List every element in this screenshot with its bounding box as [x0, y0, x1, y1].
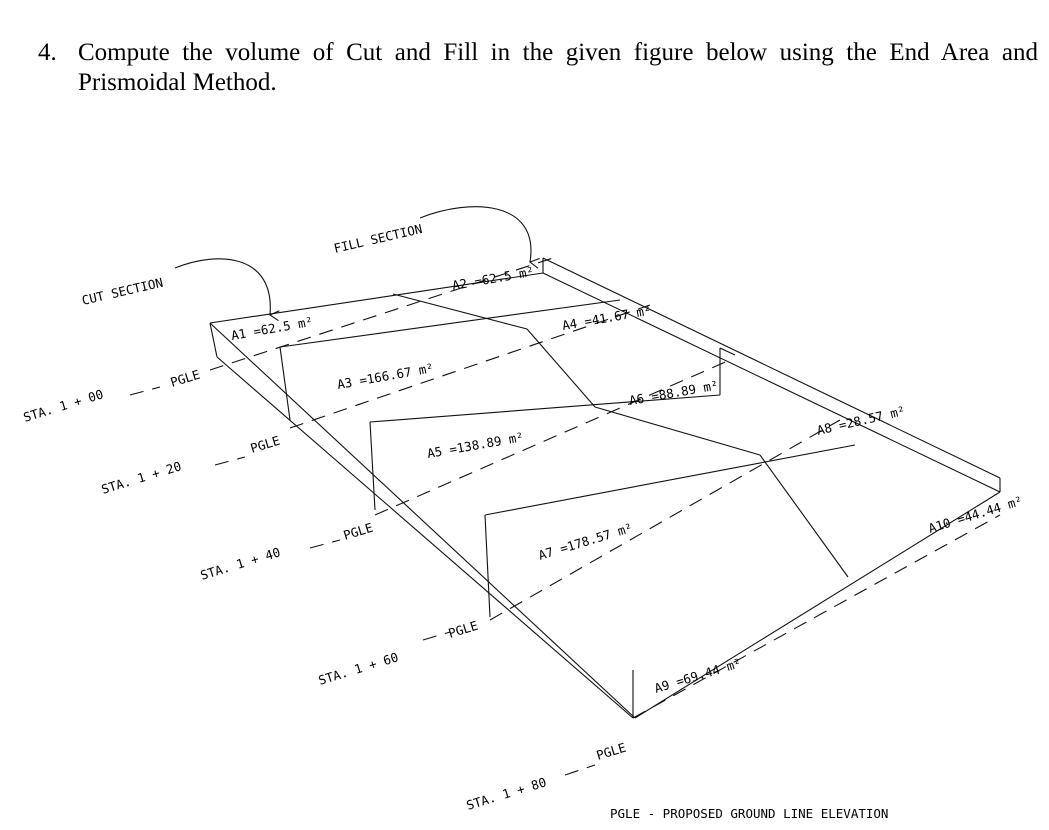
area-a3: A3 =166.67 m² — [336, 360, 435, 392]
cut-section-label: CUT SECTION — [80, 275, 164, 308]
right-face — [542, 257, 1001, 492]
area-a9: A9 =69.44 m² — [652, 655, 743, 696]
grade-lines — [392, 293, 849, 578]
pgle-label: PGLE — [594, 740, 627, 763]
pgle-label: PGLE — [446, 618, 479, 641]
area-a2: A2 =62.5 m² — [451, 264, 535, 293]
pgle-label: PGLE — [168, 367, 201, 390]
pgle-lines — [129, 257, 1001, 776]
question-text: Compute the volume of Cut and Fill in th… — [78, 39, 1038, 96]
pgle-label: PGLE — [248, 433, 281, 456]
area-a10: A10 =44.44 m² — [926, 493, 1024, 536]
fill-section-label: FILL SECTION — [332, 221, 423, 256]
top-surface — [209, 272, 1001, 719]
legend: PGLE - PROPOSED GROUND LINE ELEVATION — [610, 806, 888, 821]
fill-leader — [419, 206, 540, 269]
area-a7: A7 =178.57 m² — [536, 520, 634, 563]
callout-leaders — [174, 206, 540, 322]
cut-leader — [174, 258, 280, 322]
station-1-00: STA. 1 + 00 — [21, 386, 105, 425]
station-1-60: STA. 1 + 60 — [316, 649, 400, 688]
station-lines — [279, 299, 856, 516]
area-a4: A4 =41.67 m² — [561, 302, 653, 332]
station-1-20: STA. 1 + 20 — [99, 458, 183, 497]
front-face — [209, 322, 634, 719]
area-a6: A6 =88.89 m² — [628, 377, 720, 407]
area-labels: A1 =62.5 m² A2 =62.5 m² A3 =166.67 m² A4… — [230, 264, 1025, 696]
pgle-label: PGLE — [341, 520, 374, 543]
station-1-80: STA. 1 + 80 — [464, 774, 548, 813]
station-1-40: STA. 1 + 40 — [198, 544, 282, 583]
area-a8: A8 =28.57 m² — [815, 403, 906, 438]
question-number: 4. — [38, 39, 57, 66]
